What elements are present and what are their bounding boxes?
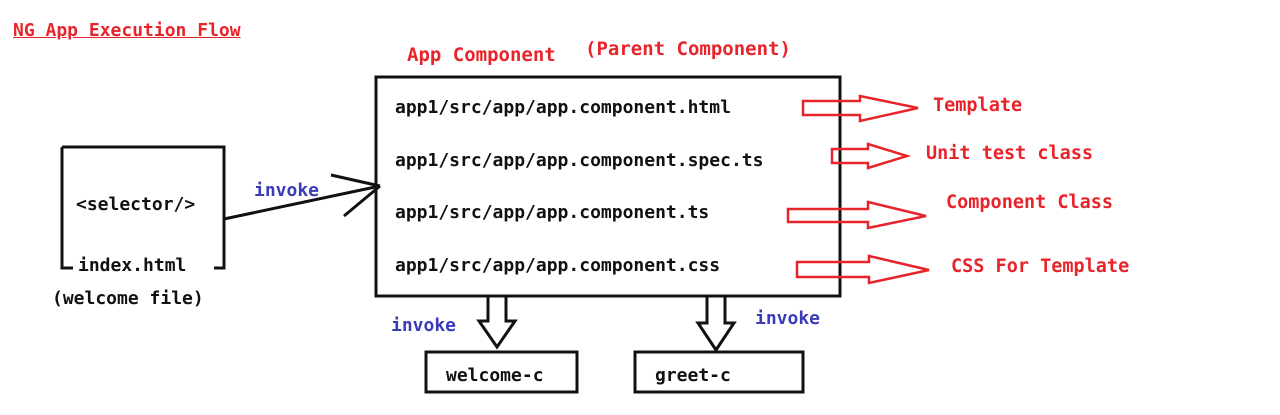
index-box [60, 145, 226, 270]
arrow-template [801, 94, 919, 123]
file-css: app1/src/app/app.component.css [395, 255, 721, 276]
arrow-css [795, 254, 930, 285]
arrow-unit-test [830, 142, 912, 170]
arrow-down-welcome [476, 296, 518, 350]
welcome-c-label: welcome-c [446, 365, 544, 386]
label-component-class: Component Class [946, 192, 1114, 213]
label-css-for-template: CSS For Template [951, 256, 1130, 277]
greet-c-box [633, 350, 805, 394]
welcome-file-note: (welcome file) [52, 288, 204, 309]
invoke-arrow [223, 173, 381, 221]
arrow-down-greet [695, 294, 737, 353]
file-spec: app1/src/app/app.component.spec.ts [395, 150, 764, 171]
index-filename: index.html [78, 255, 187, 276]
invoke-label-main: invoke [254, 180, 320, 201]
invoke-label-greet: invoke [755, 308, 821, 329]
parent-component-label: (Parent Component) [585, 38, 791, 60]
greet-c-label: greet-c [655, 365, 731, 386]
selector-text: <selector/> [76, 194, 196, 215]
invoke-label-welcome: invoke [391, 315, 457, 336]
welcome-c-box [424, 350, 579, 394]
page-title: NG App Execution Flow [13, 20, 241, 41]
arrow-component-class [786, 200, 927, 230]
file-ts: app1/src/app/app.component.ts [395, 202, 710, 223]
app-component-title: App Component [407, 44, 556, 66]
file-html: app1/src/app/app.component.html [395, 97, 731, 118]
label-unit-test-class: Unit test class [926, 143, 1094, 164]
label-template: Template [933, 95, 1023, 116]
